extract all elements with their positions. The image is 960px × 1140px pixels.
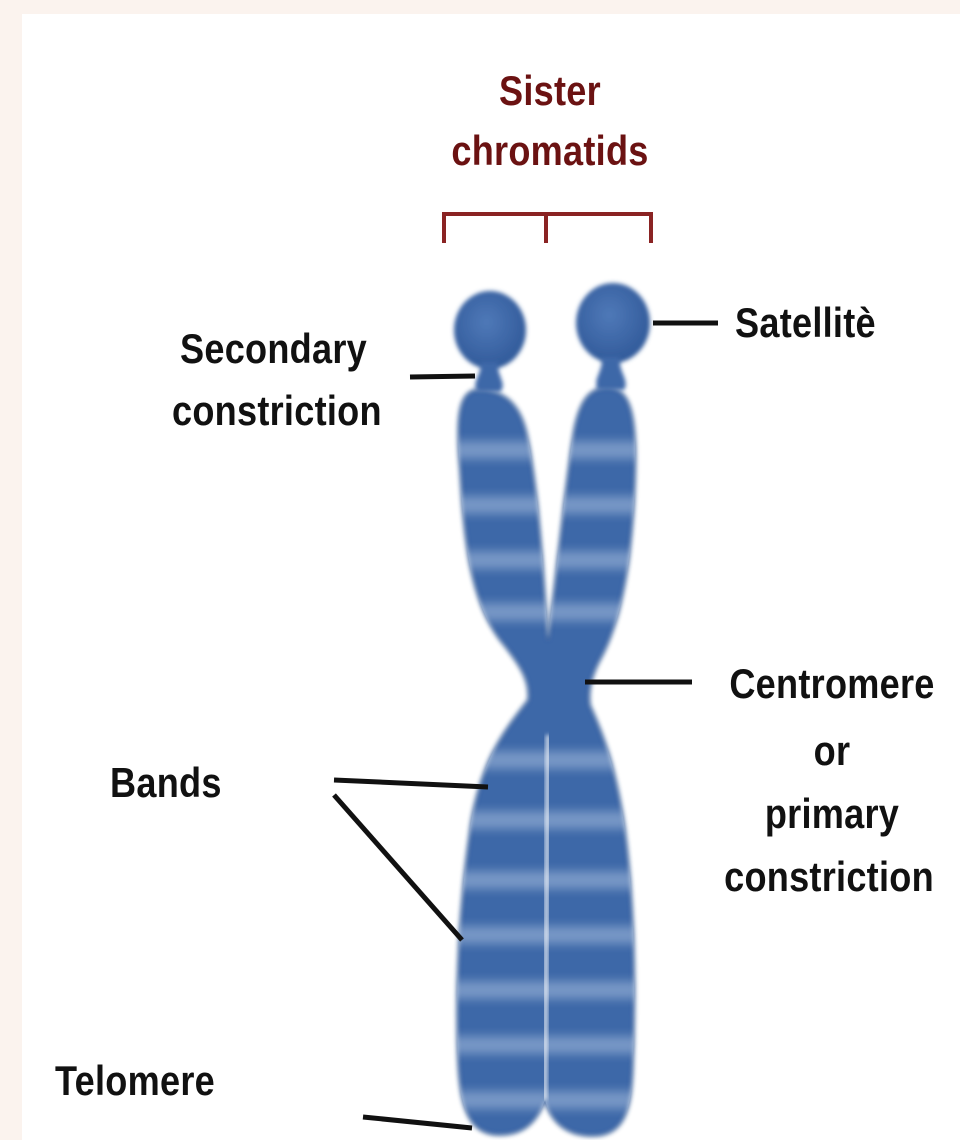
secondary-constriction-leader-line bbox=[410, 376, 475, 377]
chromosome bbox=[440, 283, 660, 1136]
bands-leader-line-upper bbox=[334, 780, 488, 787]
centromere-label-line4: constriction bbox=[722, 852, 937, 902]
satellite-left bbox=[454, 291, 526, 369]
centromere-label-line3: primary bbox=[729, 789, 935, 839]
telomere-label: Telomere bbox=[55, 1056, 215, 1106]
bands-leader-line-lower bbox=[334, 795, 462, 940]
satellite-label: Satellitè bbox=[735, 298, 876, 348]
secondary-constriction-label-line2: constriction bbox=[172, 386, 382, 436]
secondary-constriction-label-line1: Secondary bbox=[180, 324, 367, 374]
satellite-right bbox=[576, 283, 650, 363]
sister-chromatids-label-line2: chromatids bbox=[443, 126, 658, 176]
sister-chromatids-bracket bbox=[444, 214, 651, 243]
telomere-leader-line bbox=[363, 1117, 472, 1128]
sister-chromatids-label-line1: Sister bbox=[481, 66, 619, 116]
centromere-label-line1: Centromere bbox=[729, 659, 935, 709]
centromere-label-line2: or bbox=[729, 726, 935, 776]
bands-label: Bands bbox=[110, 758, 222, 808]
